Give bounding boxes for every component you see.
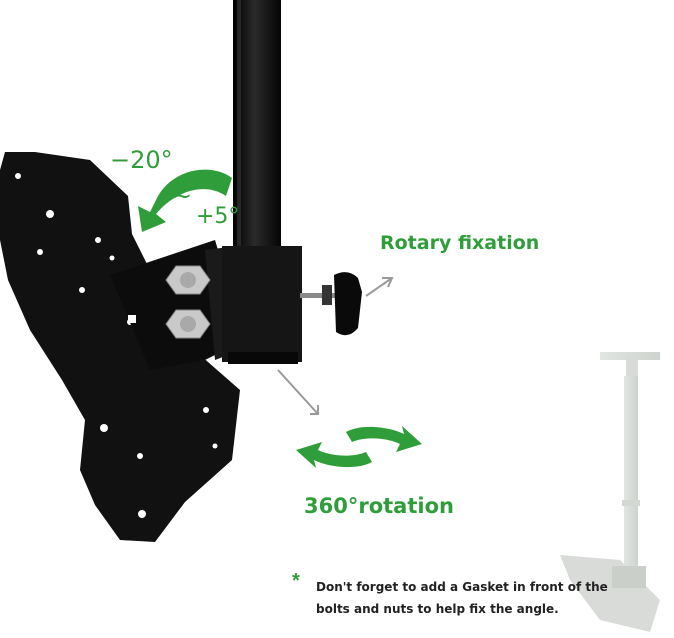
tilt-arrow-icon [138,169,232,232]
note-line-1: Don't forget to add a Gasket in front of… [316,580,608,594]
rotation-arrows-icon [296,426,422,468]
tilt-min-label: −20° [110,146,173,174]
mount-pole [233,0,281,260]
tilt-max-label: +5° [196,204,240,229]
note-star: * [292,570,300,592]
hex-bolts [165,265,211,339]
rotary-fixation-label: Rotary fixation [380,232,540,254]
pointer-arrow-icon [277,277,394,415]
note-line-2: bolts and nuts to help fix the angle. [316,602,559,616]
tilde-label: ~ [172,182,193,210]
ghost-mount-illustration [560,352,660,632]
tilt-bracket [110,240,302,370]
rotation-label: 360°rotation [304,494,454,518]
fixing-knob [300,272,362,336]
